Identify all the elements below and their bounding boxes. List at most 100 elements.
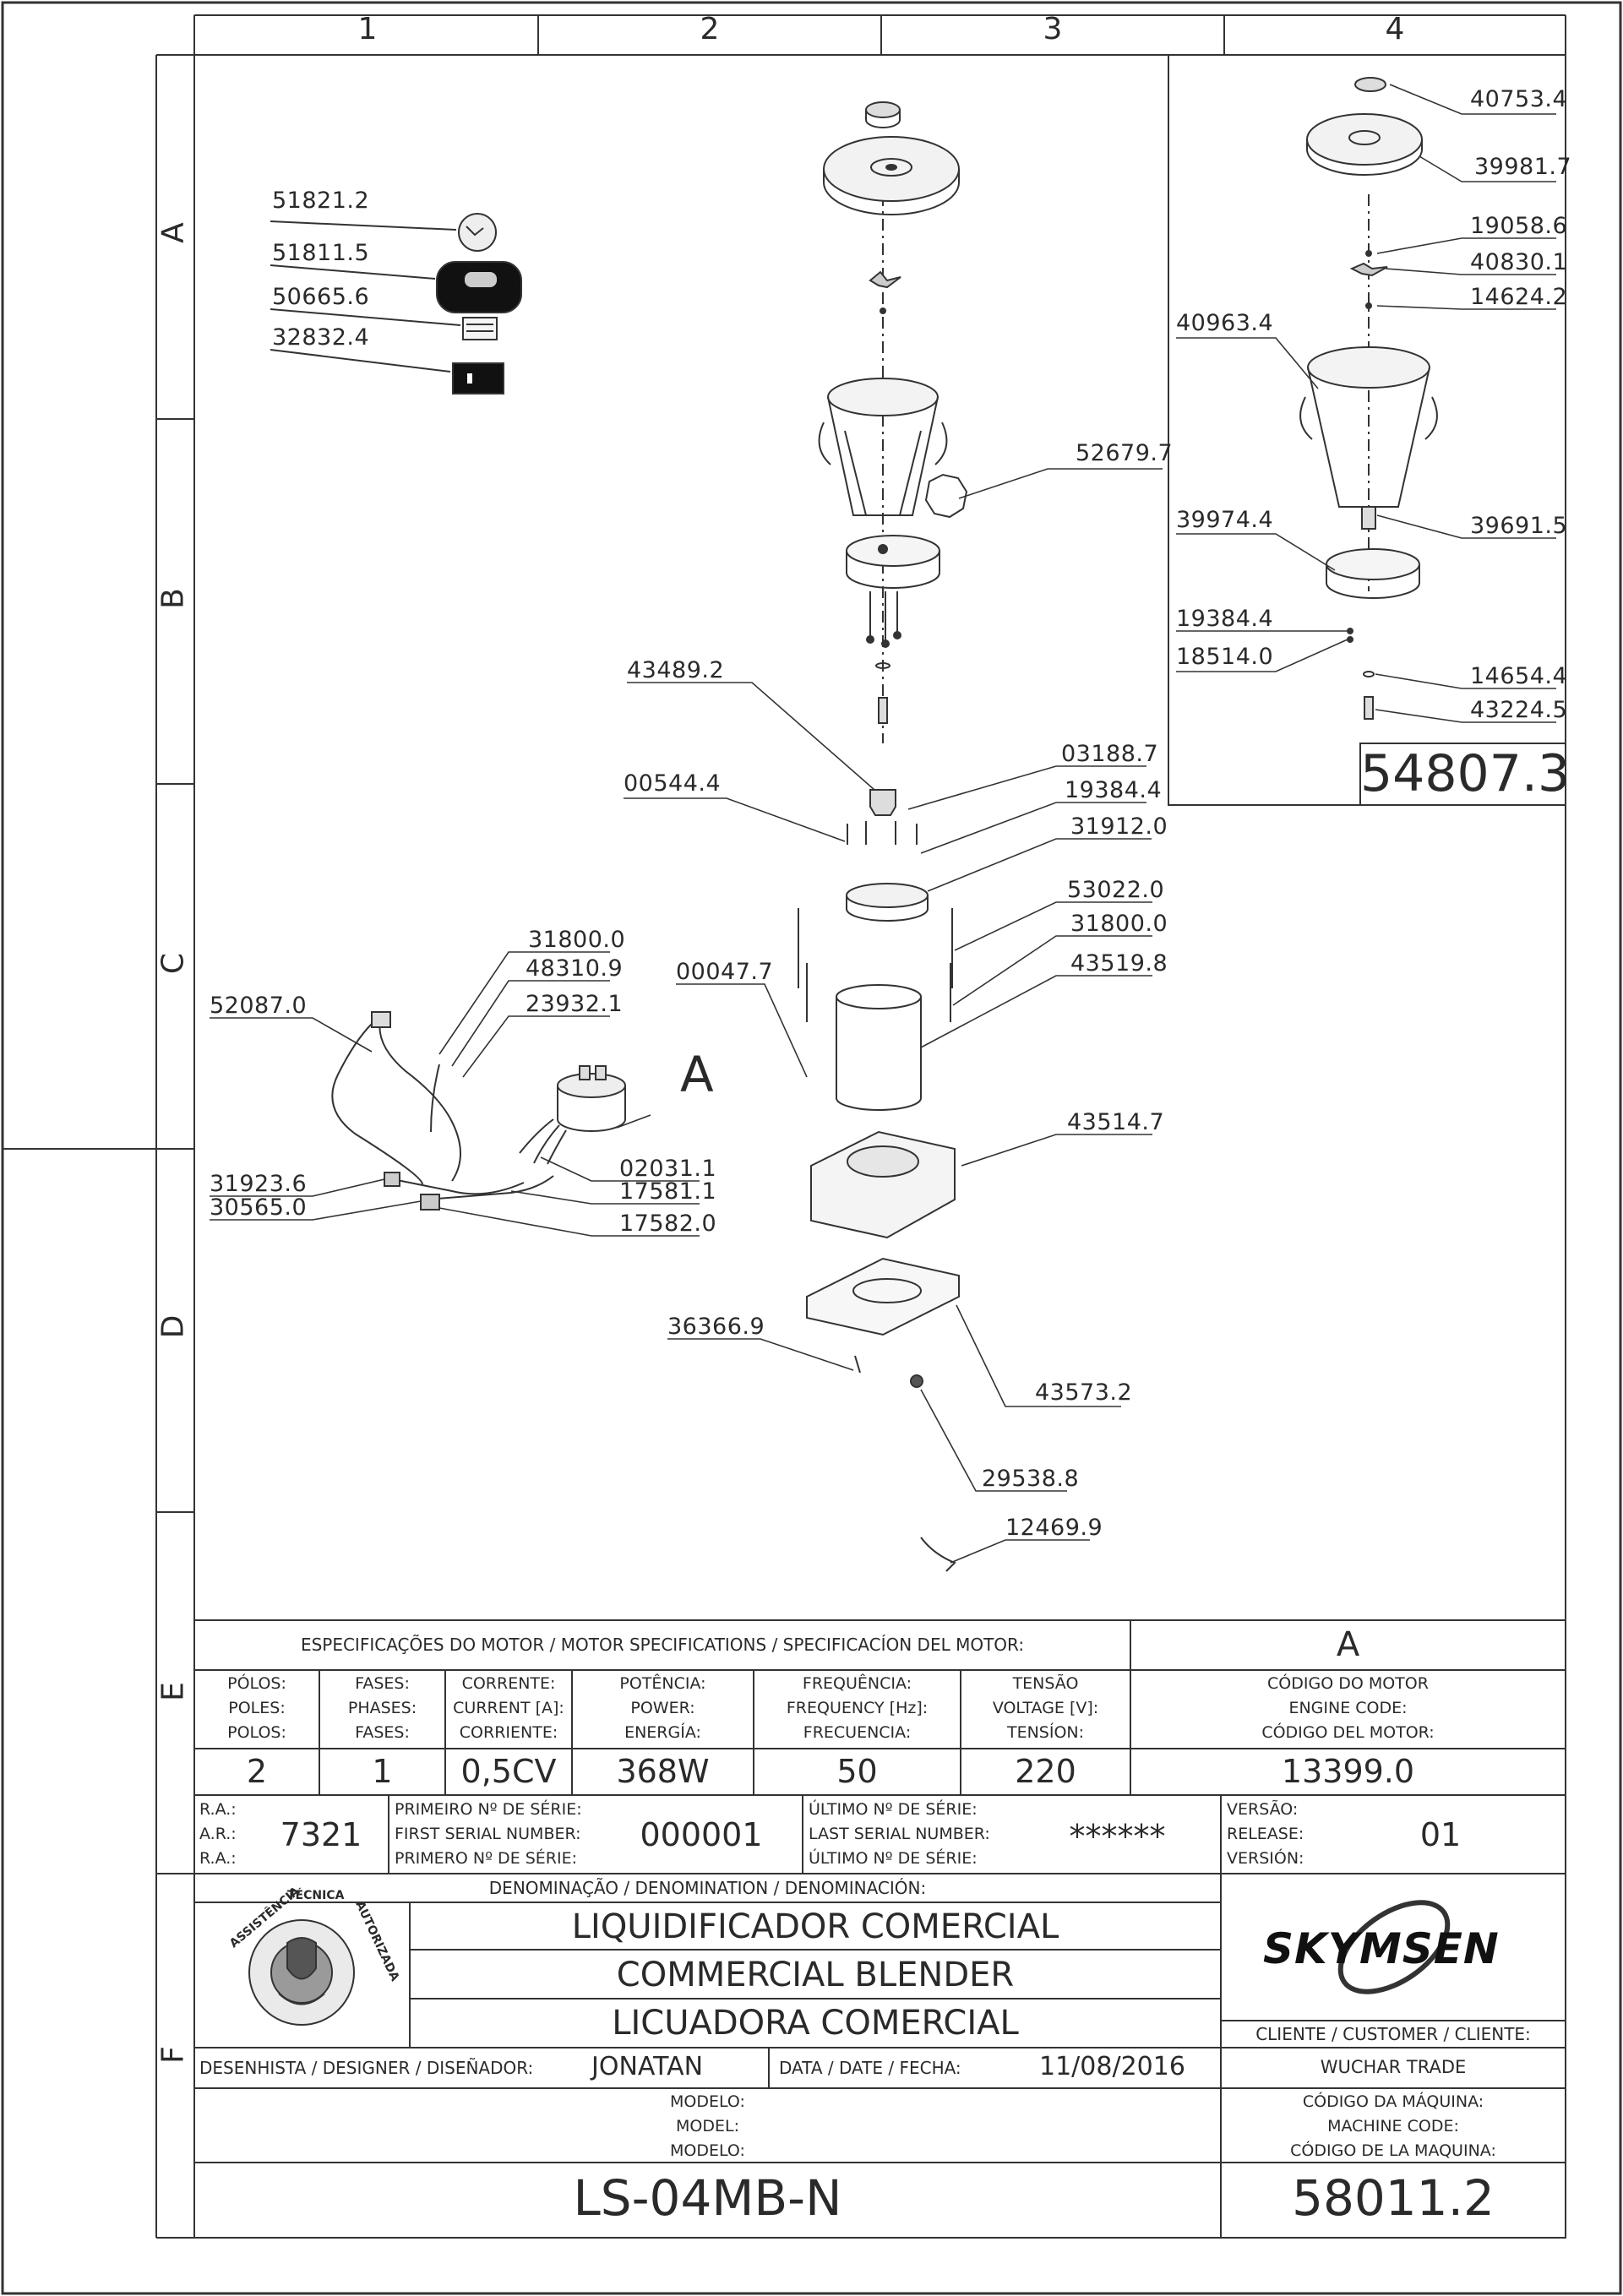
grid-row-f: F	[155, 2046, 191, 2064]
part-callout: 19058.6	[1470, 213, 1568, 239]
wiring-harness	[331, 1011, 626, 1211]
part-callout: 12469.9	[1005, 1515, 1103, 1541]
part-callout: 31923.6	[210, 1171, 308, 1197]
motor-ref: A	[1336, 1625, 1360, 1664]
part-callout: 18514.0	[1176, 644, 1274, 670]
spec-value-current: 0,5CV	[460, 1753, 557, 1790]
release-value: 01	[1419, 1816, 1462, 1853]
skymsen-logo	[1337, 1900, 1451, 1994]
part-callout: 39691.5	[1470, 513, 1568, 539]
part-callout: 53022.0	[1067, 877, 1165, 903]
badge-text-tecnica: TÉCNICA	[287, 1889, 345, 1902]
grid-row-d: D	[155, 1314, 191, 1339]
last-serial-value: ******	[1069, 1818, 1166, 1855]
part-callout: 51811.5	[272, 240, 370, 266]
machine-code-labels: CÓDIGO DA MÁQUINA:MACHINE CODE:CÓDIGO DE…	[1290, 2092, 1496, 2160]
part-callout: 43224.5	[1470, 697, 1568, 723]
grid-col-3: 3	[1043, 12, 1063, 46]
part-callout: 31800.0	[1070, 911, 1168, 937]
part-callout: 52679.7	[1076, 440, 1174, 466]
grid-row-b: B	[155, 588, 191, 609]
part-callout: 02031.1	[619, 1156, 717, 1182]
part-callout: 43573.2	[1035, 1379, 1133, 1406]
designer-value: JONATAN	[591, 2052, 704, 2081]
part-callout: 43514.7	[1067, 1109, 1165, 1135]
denomination-es: LICUADORA COMERCIAL	[612, 2004, 1019, 2043]
spec-header-current: CORRENTE:CURRENT [A]:CORRIENTE:	[453, 1674, 564, 1742]
grid-col-1: 1	[357, 12, 378, 46]
title-block	[193, 1619, 1566, 2239]
spec-value-power: 368W	[616, 1753, 710, 1790]
inset-exploded-view	[1299, 77, 1438, 720]
model-value: LS-04MB-N	[573, 2169, 842, 2227]
main-exploded-view	[798, 101, 968, 1572]
release-labels: VERSÃO:RELEASE:VERSIÓN:	[1227, 1800, 1304, 1868]
part-callout: 23932.1	[526, 991, 624, 1017]
spec-header-power: POTÊNCIA:POWER:ENERGÍA:	[619, 1674, 706, 1742]
part-callout: 43489.2	[627, 657, 725, 683]
part-callout: 39974.4	[1176, 507, 1274, 533]
designer-label: DESENHISTA / DESIGNER / DISEÑADOR:	[199, 2058, 534, 2078]
spec-value-voltage: 220	[1015, 1753, 1076, 1790]
spec-value-frequency: 50	[836, 1753, 878, 1790]
customer-label: CLIENTE / CUSTOMER / CLIENTE:	[1255, 2024, 1531, 2044]
date-value: 11/08/2016	[1039, 2052, 1185, 2081]
part-callout: 40963.4	[1176, 310, 1274, 336]
spec-value-engine-code: 13399.0	[1281, 1753, 1415, 1790]
part-callout: 19384.4	[1176, 606, 1274, 632]
first-serial-value: 000001	[640, 1816, 763, 1853]
part-callout: 31912.0	[1070, 813, 1168, 840]
last-serial-labels: ÚLTIMO Nº DE SÉRIE:LAST SERIAL NUMBER:ÚL…	[809, 1800, 990, 1868]
grid-row-a: A	[155, 222, 191, 243]
ra-labels: R.A.:A.R.:R.A.:	[199, 1800, 237, 1868]
machine-code-value: 58011.2	[1292, 2169, 1495, 2227]
part-callout: 52087.0	[210, 993, 308, 1019]
part-callout: 19384.4	[1065, 777, 1163, 803]
part-callout: 32832.4	[272, 324, 370, 351]
part-callout: 17582.0	[619, 1211, 717, 1237]
customer-value: WUCHAR TRADE	[1320, 2057, 1467, 2077]
date-label: DATA / DATE / FECHA:	[779, 2058, 961, 2078]
spec-header-frequency: FREQUÊNCIA:FREQUENCY [Hz]:FRECUENCIA:	[786, 1674, 929, 1742]
spec-header-poles: PÓLOS:POLES:POLOS:	[227, 1674, 286, 1742]
part-callout: 48310.9	[526, 955, 624, 982]
leader-lines	[210, 84, 1556, 1564]
spec-header-phases: FASES:PHASES:FASES:	[347, 1674, 417, 1742]
part-callout: 36366.9	[667, 1314, 765, 1340]
part-callout: 40753.4	[1470, 86, 1568, 112]
part-callout: 43519.8	[1070, 950, 1168, 977]
spec-value-phases: 1	[372, 1753, 393, 1790]
grid-col-2: 2	[700, 12, 720, 46]
part-callout: 00047.7	[676, 959, 774, 985]
grid-row-c: C	[155, 952, 191, 975]
denomination-en: COMMERCIAL BLENDER	[616, 1956, 1015, 1994]
denomination-pt: LIQUIDIFICADOR COMERCIAL	[571, 1907, 1059, 1946]
part-callout: 30565.0	[210, 1194, 308, 1221]
part-callout: 40830.1	[1470, 249, 1568, 275]
grid-col-4: 4	[1385, 12, 1405, 46]
part-callout: 03188.7	[1061, 741, 1159, 767]
grid-row-e: E	[155, 1682, 191, 1701]
inset-code: 54807.3	[1360, 744, 1571, 803]
part-callout: 29538.8	[982, 1466, 1080, 1492]
authorized-service-badge	[248, 1919, 355, 2026]
ra-value: 7321	[280, 1816, 362, 1853]
brand-logo: SKYMSEN	[1263, 1924, 1500, 1973]
part-callout: 17581.1	[619, 1178, 717, 1205]
kit-parts	[270, 213, 522, 394]
part-callout: 50665.6	[272, 284, 370, 310]
spec-value-poles: 2	[246, 1753, 268, 1790]
motor-spec-title: ESPECIFICAÇÕES DO MOTOR / MOTOR SPECIFIC…	[300, 1635, 1025, 1655]
model-labels: MODELO:MODEL:MODELO:	[670, 2092, 745, 2160]
denomination-label: DENOMINAÇÃO / DENOMINATION / DENOMINACIÓ…	[488, 1878, 927, 1898]
first-serial-labels: PRIMEIRO Nº DE SÉRIE:FIRST SERIAL NUMBER…	[395, 1800, 582, 1868]
part-callout: 39981.7	[1474, 154, 1572, 180]
part-callout: 51821.2	[272, 188, 370, 214]
detail-ref-a: A	[680, 1046, 714, 1103]
part-callout: 00544.4	[624, 770, 722, 797]
part-callout: 14624.2	[1470, 284, 1568, 310]
part-callout: 31800.0	[528, 927, 626, 953]
